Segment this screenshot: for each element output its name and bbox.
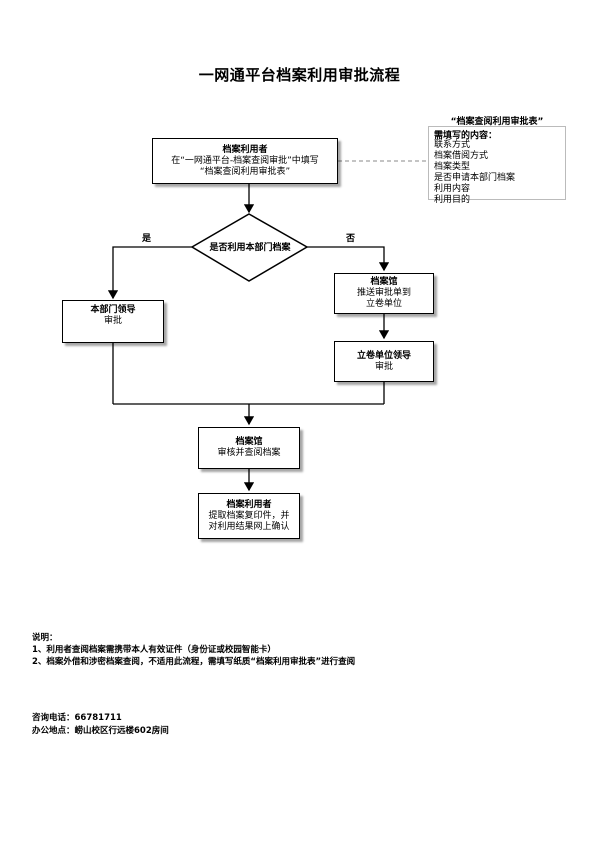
start-heading: 档案利用者	[222, 144, 268, 155]
final-heading: 档案利用者	[226, 499, 272, 510]
filing-leader-text: 审批	[374, 361, 393, 372]
page-title: 一网通平台档案利用审批流程	[198, 66, 401, 84]
notes-label: 说明：	[32, 633, 58, 643]
no-label: 否	[346, 234, 356, 244]
decision-label: 是否利用本部门档案	[209, 243, 291, 253]
form-item: 联系方式	[434, 140, 471, 150]
final-box: 档案利用者 提取档案复印件，并 对利用结果网上确认	[198, 493, 300, 539]
dept-leader-heading: 本部门领导	[90, 305, 136, 315]
form-heading: 需填写的内容：	[434, 131, 498, 141]
start-box: 档案利用者 在“一网通平台-档案查阅审批”中填写 “档案查阅利用审批表”	[152, 138, 338, 184]
archive-forward-line1: 推送审批单到	[356, 288, 411, 298]
dept-leader-text: 审批	[103, 316, 122, 326]
archive-review-box: 档案馆 审核并查阅档案	[198, 427, 300, 469]
archive-forward-box: 档案馆 推送审批单到 立卷单位	[334, 273, 434, 314]
filing-leader-heading: 立卷单位领导	[356, 350, 411, 361]
contact-address: 办公地点：崂山校区行远楼602房间	[32, 726, 169, 736]
note-item: 1、利用者查阅档案需携带本人有效证件（身份证或校园智能卡）	[32, 645, 276, 655]
form-item: 档案类型	[434, 162, 471, 172]
final-line2: 对利用结果网上确认	[208, 521, 290, 532]
contact-section: 咨询电话：66781711 办公地点：崂山校区行远楼602房间	[32, 712, 169, 738]
contact-phone: 咨询电话：66781711	[32, 713, 122, 723]
start-line2: “档案查阅利用审批表”	[199, 166, 291, 177]
note-item: 2、档案外借和涉密档案查阅，不适用此流程，需填写纸质“档案利用审批表”进行查阅	[32, 657, 356, 667]
start-line1: 在“一网通平台-档案查阅审批”中填写	[171, 155, 319, 166]
archive-forward-line2: 立卷单位	[365, 299, 402, 309]
arrow-yes-branch	[107, 246, 192, 300]
dept-leader-box: 本部门领导 审批	[62, 300, 164, 343]
archive-review-heading: 档案馆	[235, 437, 263, 447]
archive-forward-heading: 档案馆	[370, 277, 398, 287]
arrow-no-branch	[307, 246, 390, 272]
notes-section: 说明： 1、利用者查阅档案需携带本人有效证件（身份证或校园智能卡） 2、档案外借…	[32, 632, 355, 668]
decision-diamond	[190, 213, 309, 282]
form-contents-box	[428, 126, 566, 200]
final-line1: 提取档案复印件，并	[208, 510, 290, 521]
form-item: 利用目的	[434, 195, 471, 205]
filing-leader-box: 立卷单位领导 审批	[334, 341, 434, 382]
form-title: “档案查阅利用审批表”	[450, 117, 544, 127]
form-item: 是否申请本部门档案	[434, 173, 516, 183]
yes-label: 是	[142, 234, 152, 244]
form-item: 利用内容	[434, 184, 471, 194]
form-item: 档案借阅方式	[434, 151, 489, 161]
archive-review-text: 审核并查阅档案	[217, 448, 281, 458]
